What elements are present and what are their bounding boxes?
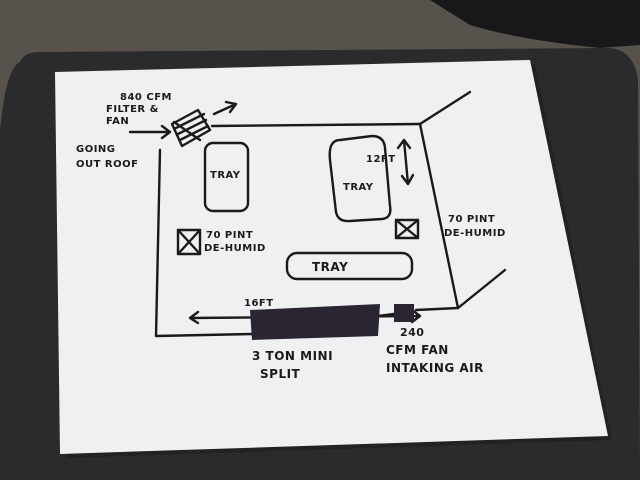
fan-filter-label-line1: 840 CFM — [120, 92, 172, 103]
width-dimension-label: 16FT — [244, 298, 274, 309]
depth-dimension-arrow — [396, 138, 415, 186]
room-wall-left — [154, 148, 254, 338]
tray-left-outline — [203, 141, 250, 213]
dehumidifier-right-line1: 70 PINT — [448, 214, 495, 225]
intake-fan-label-line1: 240 — [400, 326, 424, 339]
dark-object — [430, 0, 640, 48]
paper-sheet — [55, 60, 608, 454]
tray-right-label: TRAY — [343, 182, 374, 193]
fan-filter-label-line2: FILTER & — [106, 104, 159, 115]
mini-split-unit — [250, 304, 380, 340]
tray-bottom-outline — [285, 251, 414, 281]
fan-filter-label-line3: FAN — [106, 116, 129, 127]
roof-exhaust-label-line1: GOING — [76, 144, 116, 155]
dehumidifier-left-line2: DE-HUMID — [204, 243, 266, 254]
depth-dimension-label: 12FT — [366, 154, 396, 165]
fan-arrow — [212, 100, 238, 116]
fan-filter-hatch — [172, 112, 210, 142]
dehumidifier-right-x — [394, 218, 420, 240]
dehumidifier-left-x — [176, 228, 202, 256]
tray-bottom-label: TRAY — [312, 260, 348, 274]
fan-filter-tube — [170, 108, 212, 148]
roof-exhaust-label-line2: OUT ROOF — [76, 159, 138, 170]
tray-right-outline — [328, 134, 392, 223]
dehumidifier-right-line2: DE-HUMID — [444, 228, 506, 239]
wall-extension-bottom — [456, 268, 507, 310]
dehumidifier-right-box — [394, 218, 420, 240]
intake-fan-box — [394, 304, 414, 322]
dehumidifier-left-line1: 70 PINT — [206, 230, 253, 241]
roof-arrow — [128, 124, 172, 140]
dehumidifier-left-box — [176, 228, 202, 256]
tray-left-label: TRAY — [210, 170, 241, 181]
intake-fan-label-line3: INTAKING AIR — [386, 361, 484, 375]
wall-extension-top — [418, 90, 472, 126]
room-wall-top — [210, 122, 422, 128]
intake-fan-label-line2: CFM FAN — [386, 343, 449, 357]
ac-unit-label-line1: 3 TON MINI — [252, 349, 333, 363]
ac-unit-label-line2: SPLIT — [260, 367, 301, 381]
